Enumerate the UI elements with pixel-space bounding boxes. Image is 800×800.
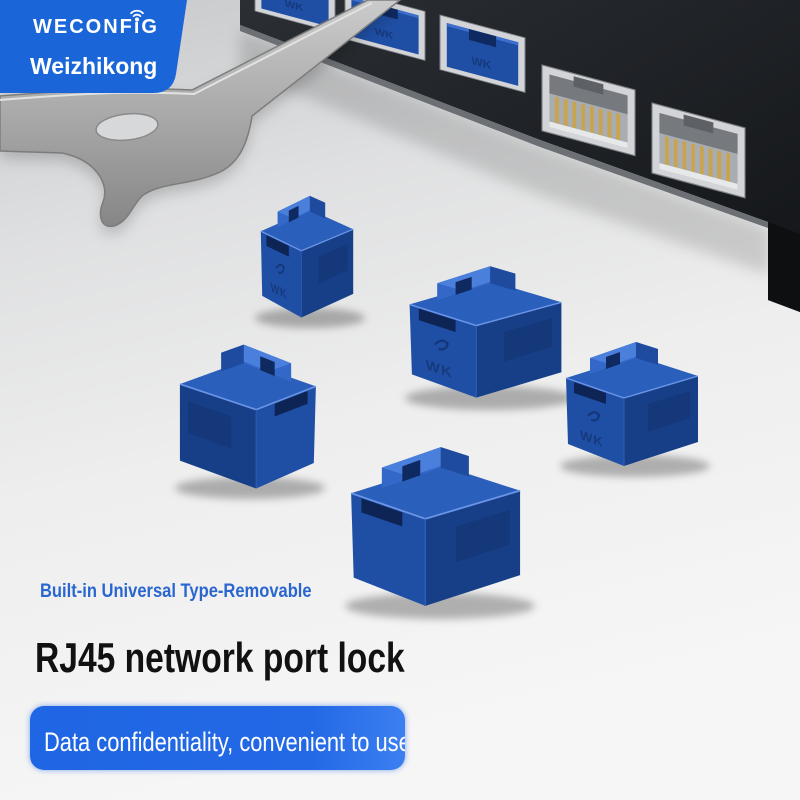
lock-port-opening <box>361 498 403 527</box>
lock-port-opening <box>418 308 456 332</box>
port-key-tool <box>0 0 402 235</box>
lock-side-recess <box>188 401 232 450</box>
port-gold-pin <box>581 103 585 132</box>
lock-shadow <box>345 593 535 619</box>
lock-front-face <box>351 493 426 606</box>
lock-latch-notch <box>606 352 620 369</box>
port-gold-pin <box>665 136 669 166</box>
lock-shadows <box>175 308 710 619</box>
port-gold-pin <box>616 113 620 141</box>
port-row: WK WK WK <box>254 0 746 199</box>
port-gold-pin <box>708 148 713 178</box>
port-gold-pin <box>691 143 695 173</box>
lock-port-opening <box>574 382 606 404</box>
product-title: RJ45 network port lock <box>35 634 405 681</box>
lock-top-face <box>260 209 354 251</box>
port-gold-pin <box>589 106 594 134</box>
port-lock-slot <box>468 28 497 48</box>
lock-front-face <box>409 304 477 398</box>
lock-latch-notch <box>402 459 421 482</box>
rj45-port-lock: WK <box>565 342 699 466</box>
lock-front-face <box>566 378 624 466</box>
rj45-port-lock <box>350 447 521 606</box>
hook-icon <box>275 263 285 274</box>
lock-shadow <box>405 386 575 410</box>
empty-rj45-port <box>541 64 636 157</box>
lock-latch-notch <box>288 205 299 223</box>
key-highlight <box>0 2 373 101</box>
lock-latch-side <box>490 266 516 291</box>
port-key-slot <box>683 114 714 134</box>
port-gold-pin <box>717 150 722 180</box>
brand-badge-background <box>0 0 187 93</box>
rj45-port-lock: WK <box>409 266 562 398</box>
port-key-slot <box>573 76 604 95</box>
port-lock-insert <box>261 0 329 27</box>
feature-bar-text: Data confidentiality, convenient to use <box>44 727 405 757</box>
lock-top-face <box>566 356 698 398</box>
port-gold-pin <box>555 96 559 125</box>
lock-edge-highlight <box>350 489 521 520</box>
hook-icon <box>433 339 449 351</box>
feature-bar: Data confidentiality, convenient to use <box>30 706 405 770</box>
rj45-port-lock <box>179 344 317 489</box>
lock-latch-side <box>309 195 326 219</box>
lock-top-face <box>351 465 521 519</box>
port-gold-pin <box>726 152 730 182</box>
port-lock-marking: WK <box>471 55 491 73</box>
locked-rj45-port: WK <box>439 14 526 93</box>
lock-port-opening <box>266 235 289 257</box>
lock-side-recess <box>648 391 690 432</box>
empty-rj45-port <box>651 102 746 199</box>
switch-bottom-bevel <box>240 25 768 228</box>
port-gold-pin <box>682 141 687 171</box>
lock-front-face <box>260 231 302 318</box>
port-cavity-shade <box>549 74 628 115</box>
port-gold-pin <box>572 101 577 129</box>
lock-side-recess <box>503 318 553 362</box>
switch-shadow <box>240 30 770 275</box>
port-lip <box>549 121 628 149</box>
lock-latch-side <box>440 447 469 477</box>
port-gold-pin <box>673 138 678 168</box>
lock-top-face <box>409 281 562 326</box>
product-tagline: Built-in Universal Type-Removable <box>40 581 312 602</box>
switch-side-edge <box>768 222 800 312</box>
port-lip <box>659 162 738 190</box>
locked-rj45-port: WK <box>254 0 336 33</box>
lock-top-face <box>179 360 316 410</box>
lock-shadow <box>175 477 325 499</box>
lock-shadow <box>560 455 710 477</box>
lock-side-recess <box>318 243 348 285</box>
port-gold-pin <box>598 108 603 136</box>
lock-latch-side <box>221 344 244 372</box>
brand-badge: WECONFiG Weizhikong <box>0 0 190 94</box>
port-cavity-shade <box>659 112 738 154</box>
switch-body <box>240 0 800 312</box>
lock-port-opening <box>274 391 308 417</box>
lock-front-face <box>256 386 316 489</box>
rj45-port-lock: WK <box>260 195 354 318</box>
lock-latch-side <box>636 342 658 365</box>
lock-side-recess <box>456 509 510 563</box>
port-gold-pin <box>699 145 704 175</box>
key-hole <box>95 112 159 142</box>
network-switch: WK WK WK <box>240 0 800 312</box>
lock-latch-notch <box>455 276 472 295</box>
brand-logo-text: WECONFiG <box>33 16 159 38</box>
hook-icon <box>587 411 601 422</box>
brand-name: Weizhikong <box>30 53 158 79</box>
port-lock-marking: WK <box>375 26 394 42</box>
wifi-icon <box>130 9 144 22</box>
lock-latch-notch <box>260 356 275 376</box>
port-gold-pin <box>563 99 568 127</box>
port-gold-pin <box>607 110 612 139</box>
lock-shadow <box>255 308 365 328</box>
